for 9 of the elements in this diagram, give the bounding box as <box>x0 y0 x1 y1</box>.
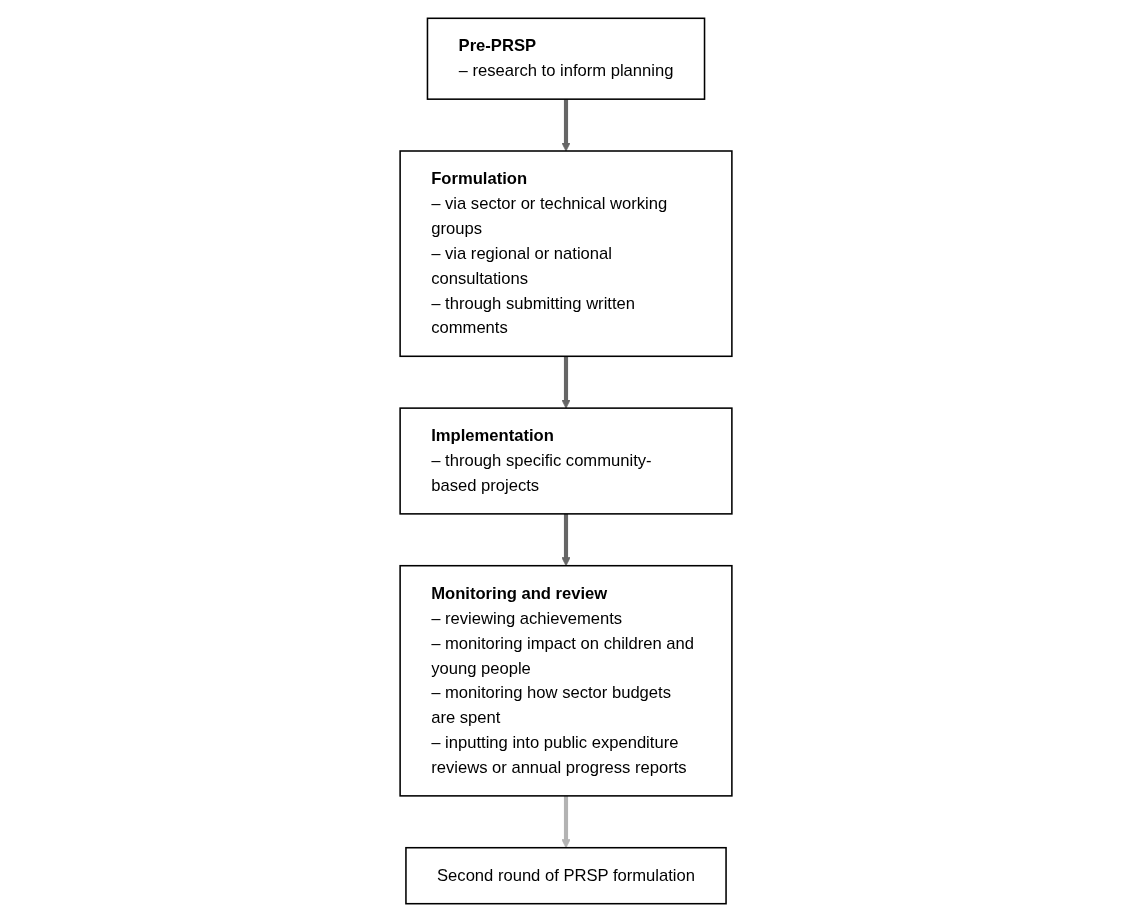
node-box: Formulation – via sector or technical working groups – via regional or national consultations – through submitting written comments <box>399 150 733 358</box>
arrow <box>561 99 571 152</box>
arrow <box>561 795 571 849</box>
arrow <box>561 356 571 409</box>
arrow <box>561 513 571 567</box>
node-box: Implementation – through specific community-based projects <box>399 407 733 515</box>
node-box: Pre-PRSP – research to inform planning <box>426 17 706 100</box>
node-box: Second round of PRSP formulation <box>405 846 727 905</box>
node-box: Monitoring and review – reviewing achievements – monitoring impact on children and young people – monitoring how sector budgets are spent – inputting into public expenditure reviews or annual progress reports <box>399 564 733 797</box>
